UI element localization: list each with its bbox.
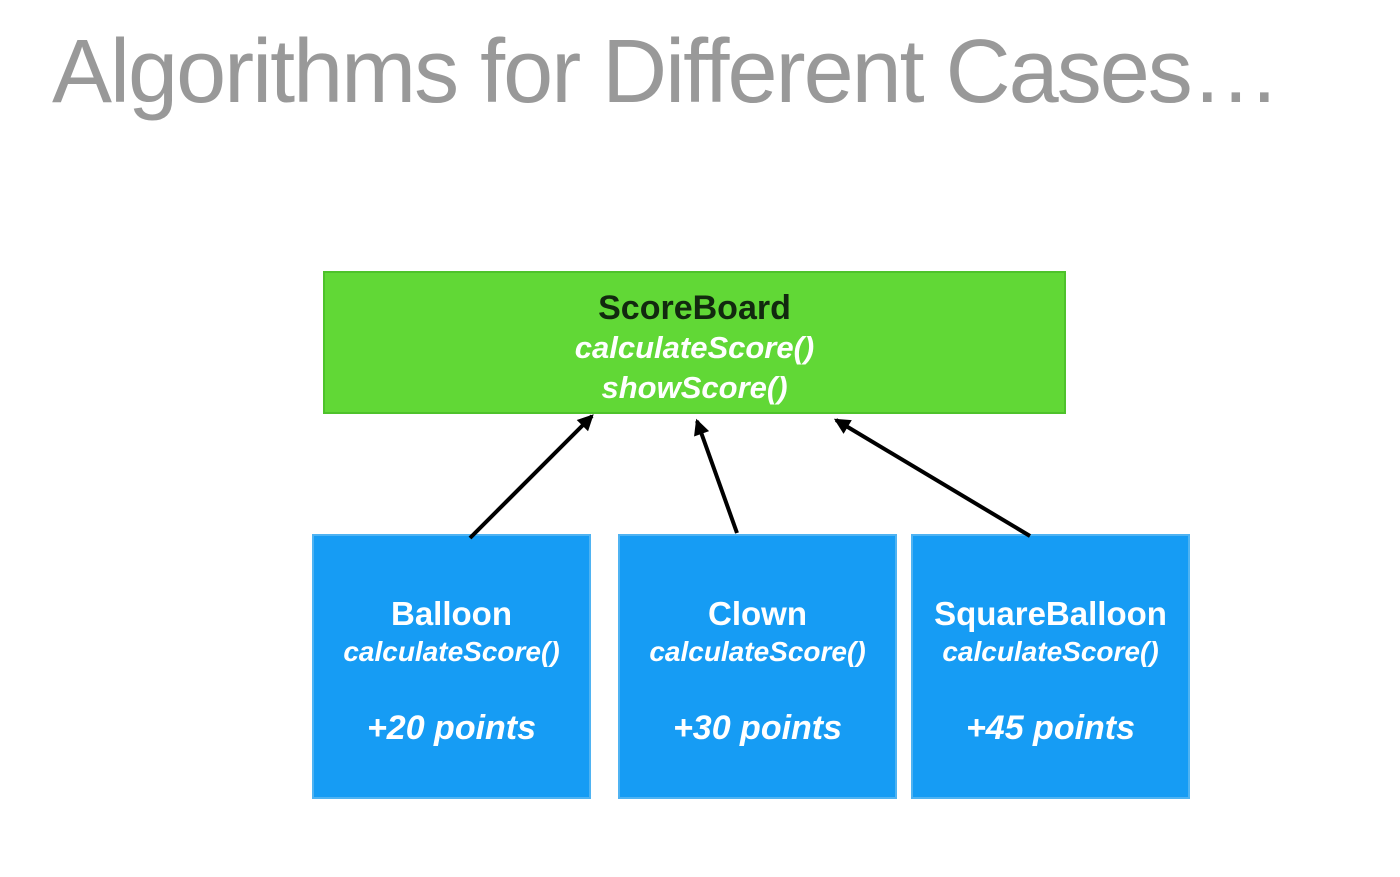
squareballoon-points-value: +45 points — [965, 709, 1136, 747]
squareballoon-method-calculate-score: calculateScore() — [942, 636, 1159, 667]
squareballoon-class-name: SquareBalloon — [934, 595, 1167, 632]
scoreboard-class-box: ScoreBoard calculateScore() showScore() — [323, 271, 1066, 414]
arrow-squareballoon-to-scoreboard — [833, 418, 1032, 538]
scoreboard-method-show-score: showScore() — [601, 370, 788, 405]
clown-points-value: +30 points — [672, 709, 843, 747]
balloon-method-calculate-score: calculateScore() — [343, 636, 560, 667]
squareballoon-class-box: SquareBalloon calculateScore() +45 point… — [911, 534, 1190, 799]
scoreboard-method-calculate-score: calculateScore() — [574, 330, 815, 365]
arrow-clown-to-scoreboard — [694, 418, 739, 534]
balloon-class-box: Balloon calculateScore() +20 points — [312, 534, 591, 799]
balloon-points-value: +20 points — [366, 709, 537, 747]
clown-method-calculate-score: calculateScore() — [649, 636, 866, 667]
balloon-class-name: Balloon — [391, 595, 512, 632]
arrow-balloon-to-scoreboard — [468, 414, 594, 540]
scoreboard-class-name: ScoreBoard — [598, 289, 791, 327]
slide-title: Algorithms for Different Cases… — [52, 22, 1281, 122]
clown-class-name: Clown — [708, 595, 807, 632]
clown-class-box: Clown calculateScore() +30 points — [618, 534, 897, 799]
